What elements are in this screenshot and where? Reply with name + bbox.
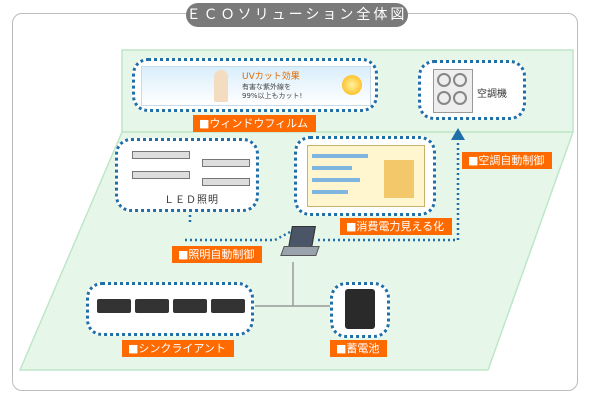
aircon-control-arrow — [318, 140, 460, 242]
thin-client-device-icon — [135, 299, 169, 313]
arrow-head — [451, 128, 465, 140]
led-tube-icon — [202, 178, 250, 186]
window-film-label: ■ウィンドウフィルム — [193, 115, 316, 132]
led-caption: ＬＥＤ照明 — [164, 195, 219, 206]
aircon-caption: 空調機 — [477, 89, 507, 100]
person-figure — [214, 70, 228, 102]
battery-label: ■蓄電池 — [330, 340, 388, 357]
led-tube-icon — [202, 159, 250, 167]
sun-icon — [342, 75, 362, 95]
lighting-control-arrow — [185, 230, 291, 242]
banner-text-2: 99%以上もカット! — [242, 92, 303, 100]
power-visualization-label: ■消費電力見える化 — [340, 218, 453, 235]
aircon-control-label: ■空調自動制御 — [462, 152, 553, 169]
page-title: ＥＣＯソリューション全体図 — [186, 3, 408, 27]
thin-client-box — [86, 282, 254, 336]
thin-client-device-icon — [97, 299, 131, 313]
thin-client-device-icon — [211, 299, 245, 313]
banner-text-1: 有害な紫外線を — [242, 83, 291, 91]
dashboard-screenshot — [307, 145, 425, 207]
aircon-unit-icon — [433, 69, 473, 113]
battery-unit-icon — [345, 289, 375, 329]
power-visualization-box — [294, 136, 436, 216]
battery-box — [330, 282, 390, 338]
led-box: ＬＥＤ照明 — [115, 138, 259, 212]
laptop-icon — [280, 226, 320, 262]
thin-client-device-icon — [173, 299, 207, 313]
thin-client-label: ■シンクライアント — [122, 340, 234, 357]
led-tube-icon — [132, 171, 190, 179]
banner-title: UVカット効果 — [242, 72, 300, 82]
window-film-box: UVカット効果 有害な紫外線を 99%以上もカット! — [132, 58, 378, 112]
window-film-banner: UVカット効果 有害な紫外線を 99%以上もカット! — [141, 66, 371, 106]
led-tube-icon — [132, 151, 190, 159]
aircon-box: 空調機 — [418, 60, 526, 120]
lighting-control-label: ■照明自動制御 — [172, 246, 263, 263]
